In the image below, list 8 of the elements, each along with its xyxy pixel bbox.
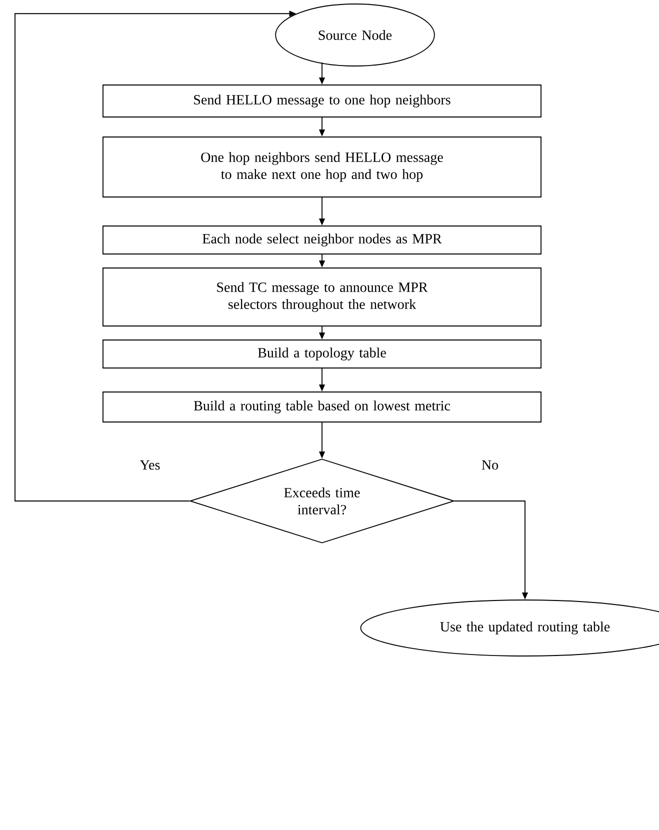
process-box: Send TC message to announce MPR selectors throughout the network	[102, 268, 542, 326]
edge-label: Yes	[138, 459, 162, 471]
process-box: Each node select neighbor nodes as MPR	[102, 226, 542, 254]
process-box: Build a topology table	[102, 340, 542, 368]
process-box: Build a routing table based on lowest metric	[102, 392, 542, 422]
edge-label: No	[480, 459, 500, 471]
process-box: Send HELLO message to one hop neighbors	[102, 84, 542, 118]
process-box: One hop neighbors send HELLO message to make next one hop and two hop	[102, 136, 542, 198]
